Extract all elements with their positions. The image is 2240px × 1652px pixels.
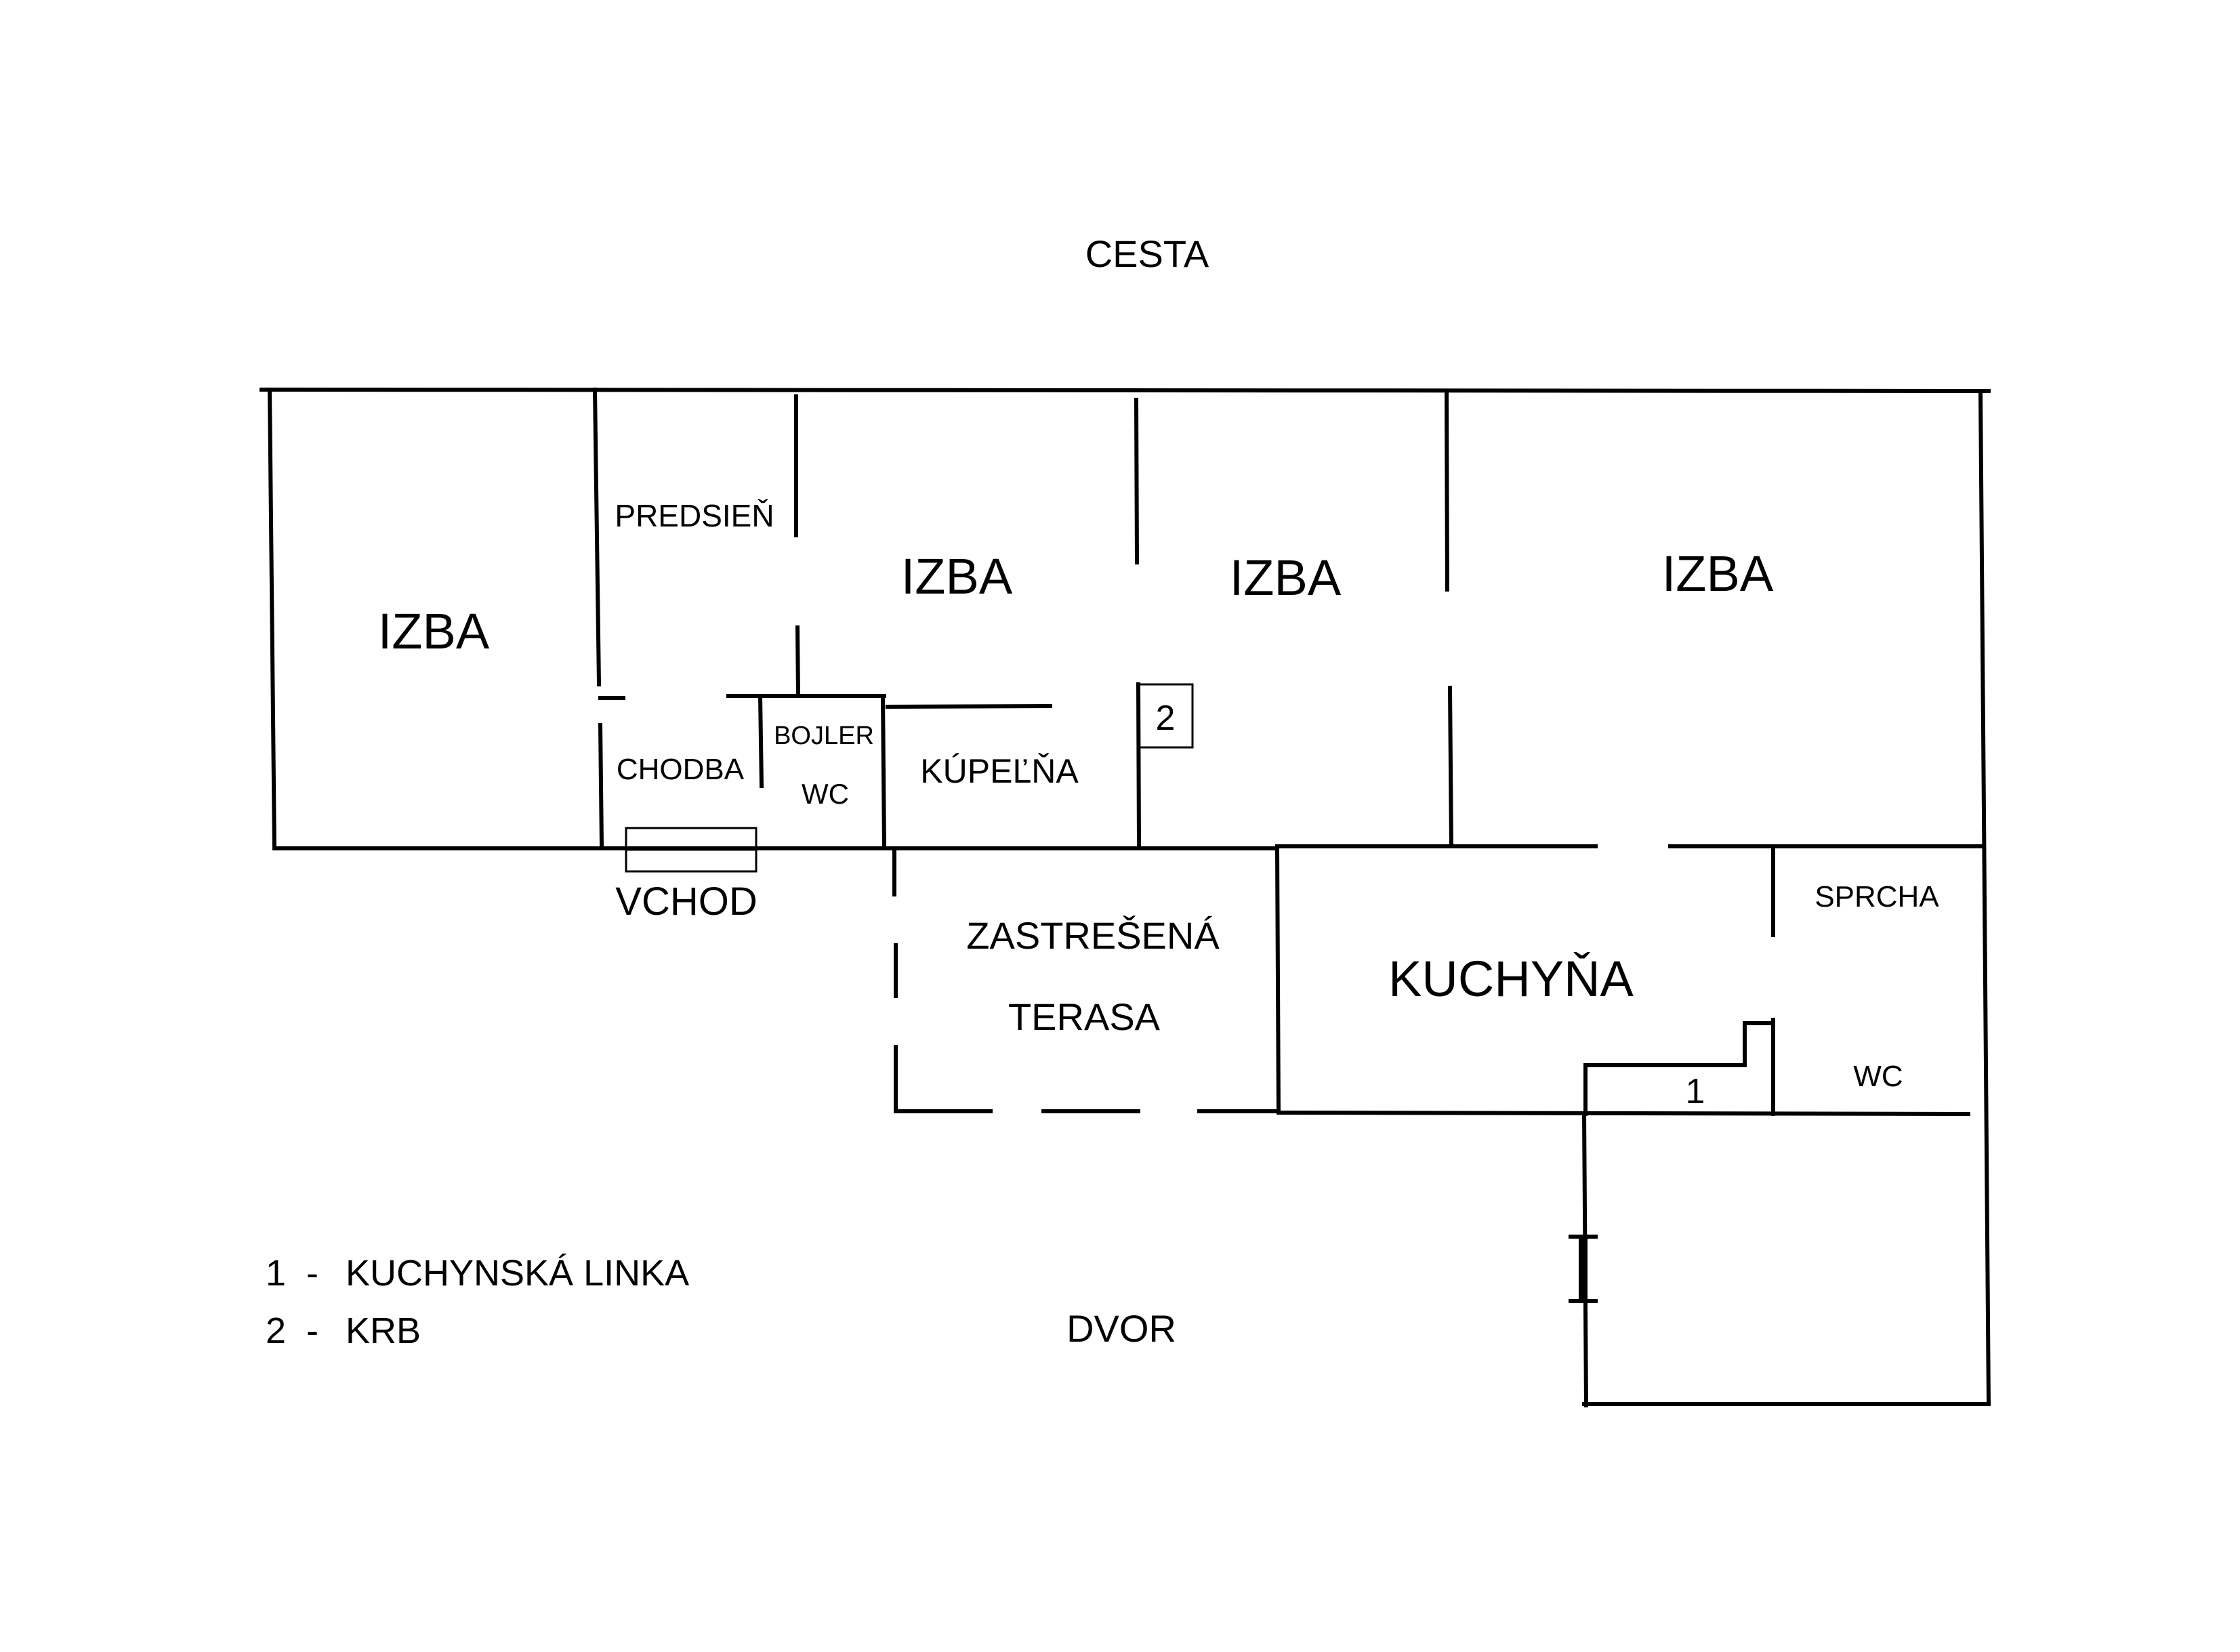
legend: 1 - KUCHYNSKÁ LINKA 2 - KRB [266,1253,689,1351]
legend-text: KRB [346,1310,421,1351]
walls [259,387,1991,1408]
fireplace-icon [1137,683,1194,749]
room-label-4: IZBA [1662,545,1774,602]
wall-room2-east [1134,397,1140,565]
kitchen-counter-outline [1583,1021,1775,1116]
wall-wc-east [880,693,887,850]
kitchen-counter-number: 1 [1686,1072,1705,1111]
wc-label-2: WC [1853,1060,1903,1093]
boiler-label: BOJLER [774,722,874,750]
wall-room3-east-lower [1447,685,1454,848]
wall-hall-east-lower [795,625,801,697]
legend-number: 1 [266,1253,286,1294]
road-label: CESTA [1085,232,1209,275]
wall-boiler-west [758,693,764,789]
terrace-label-line1: ZASTREŠENÁ [966,914,1220,957]
wall-left [267,387,277,851]
wall-bath-top [885,703,1053,709]
wall-top [259,387,1991,394]
corridor-label: CHODBA [617,753,745,786]
fireplace-number: 2 [1156,699,1176,738]
labels: CESTA IZBA PREDSIEŇ IZBA IZBA IZBA CHODB… [378,232,1940,1350]
legend-number: 2 [266,1310,286,1351]
room-label-2: IZBA [901,548,1013,604]
wc-label-1: WC [802,778,849,810]
hall-label: PREDSIEŇ [615,498,774,533]
shower-label: SPRCHA [1814,880,1939,913]
terrace-label-line2: TERASA [1008,995,1161,1038]
bathroom-label: KÚPEĽŇA [920,752,1079,790]
legend-item: 2 - KRB [266,1310,421,1351]
room-label-1: IZBA [378,603,490,659]
kitchen-label: KUCHYŇA [1388,951,1634,1007]
wall-right [1978,388,1991,1407]
wall-room1-east-lower [598,722,604,848]
legend-separator: - [306,1310,318,1351]
legend-item: 1 - KUCHYNSKÁ LINKA [266,1253,689,1294]
wall-terrace-east [1274,846,1281,1115]
entrance-label: VCHOD [615,880,757,924]
gate-icon [1579,1237,1588,1301]
legend-text: KUCHYNSKÁ LINKA [346,1253,689,1294]
wall-room1-east [592,387,602,687]
yard-label: DVOR [1066,1307,1176,1350]
room-label-3: IZBA [1230,550,1342,606]
legend-separator: - [306,1253,318,1294]
